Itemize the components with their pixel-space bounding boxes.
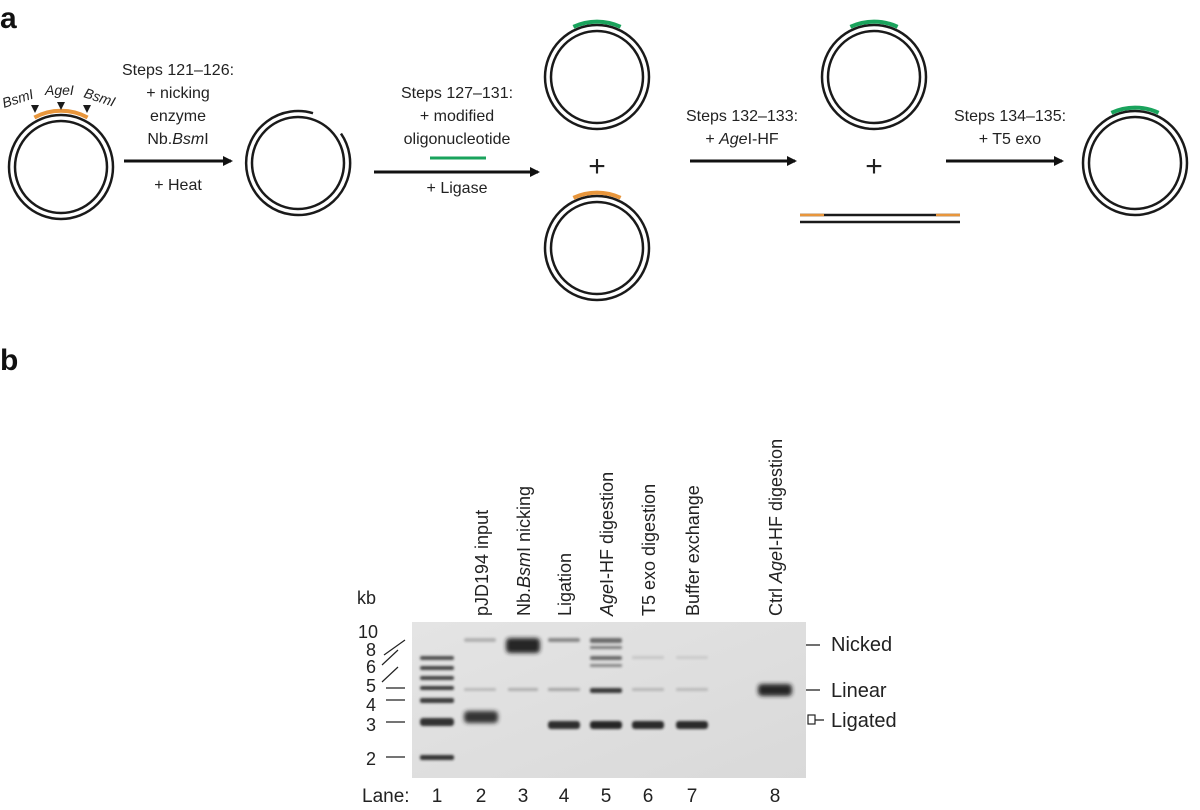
ladder-size-labels: 10 8 6 5 4 3 2 [358, 622, 378, 769]
plasmid-unligated-bottom [543, 190, 651, 302]
svg-text:3: 3 [366, 715, 376, 735]
lane-number-8: 8 [770, 786, 781, 807]
lane-number-4: 4 [559, 786, 570, 807]
band-annotations: Nicked Linear Ligated [806, 634, 897, 732]
svg-text:2: 2 [366, 749, 376, 769]
svg-text:5: 5 [366, 676, 376, 696]
lane-numbers: 1 2 3 4 5 6 7 8 [432, 786, 781, 807]
lane-8-bands [758, 684, 792, 696]
svg-text:enzyme: enzyme [150, 108, 206, 125]
svg-text:6: 6 [366, 657, 376, 677]
step-4-text: Steps 134–135: + T5 exo [954, 108, 1066, 148]
bsmi-left-label: BsmI [0, 86, 35, 111]
svg-text:Steps 127–131:: Steps 127–131: [401, 85, 513, 102]
svg-text:+ modified: + modified [420, 108, 494, 125]
lane-number-2: 2 [476, 786, 487, 807]
lane-5-bands [590, 638, 622, 729]
kb-unit-label: kb [357, 588, 376, 608]
step-1-text: Steps 121–126: + nicking enzyme Nb.BsmI [122, 62, 234, 148]
step-3-text: Steps 132–133: + AgeI-HF [686, 108, 798, 148]
lane-number-3: 3 [518, 786, 529, 807]
plasmid-final [1081, 105, 1189, 217]
svg-text:Steps 132–133:: Steps 132–133: [686, 108, 798, 125]
plus-sign-1: + [588, 150, 606, 183]
svg-text:oligonucleotide: oligonucleotide [404, 131, 511, 148]
svg-text:8: 8 [366, 640, 376, 660]
plasmid-intact [7, 108, 115, 221]
lane-label-4: Ligation [555, 553, 575, 616]
lane-label-7: Buffer exchange [683, 485, 703, 616]
lane-7-bands [676, 656, 708, 729]
site-markers [31, 102, 91, 113]
lane-number-1: 1 [432, 786, 443, 807]
plasmid-ligated-top [543, 19, 651, 131]
lane-number-7: 7 [687, 786, 698, 807]
plasmid-nicked [244, 109, 352, 217]
lane-2-bands [464, 638, 498, 723]
band-label-linear: Linear [831, 680, 887, 702]
lane-6-bands [632, 656, 664, 729]
svg-text:+ AgeI-HF: + AgeI-HF [705, 131, 779, 148]
lane-label-2: pJD194 input [472, 510, 492, 616]
lane-4-bands [548, 638, 580, 729]
lane-label-5: AgeI-HF digestion [597, 472, 617, 617]
step-1-below: + Heat [154, 177, 202, 194]
lane-prefix-label: Lane: [362, 786, 410, 807]
plasmid-ligated-retained [820, 19, 928, 131]
svg-text:Steps 134–135:: Steps 134–135: [954, 108, 1066, 125]
step-2-below: + Ligase [427, 180, 488, 197]
svg-text:10: 10 [358, 622, 378, 642]
age-site-segment [33, 108, 89, 120]
svg-text:Nb.BsmI: Nb.BsmI [147, 131, 208, 148]
panel-label-b: b [0, 344, 18, 377]
lane-3-bands [506, 638, 540, 691]
gel-image [412, 622, 806, 778]
svg-text:4: 4 [366, 695, 376, 715]
lane-label-3: Nb.BsmI nicking [514, 486, 534, 616]
band-label-nicked: Nicked [831, 634, 892, 656]
linear-dna [800, 213, 960, 224]
svg-text:Steps 121–126:: Steps 121–126: [122, 62, 234, 79]
lane-1-ladder-bands [420, 656, 454, 760]
lane-label-6: T5 exo digestion [639, 484, 659, 616]
panel-label-a: a [0, 2, 17, 35]
svg-text:+ T5 exo: + T5 exo [979, 131, 1042, 148]
agei-label: AgeI [44, 82, 74, 98]
lane-number-6: 6 [643, 786, 654, 807]
step-2-text: Steps 127–131: + modified oligonucleotid… [401, 85, 513, 148]
ladder-leader-lines [381, 639, 406, 758]
lane-label-8: Ctrl AgeI-HF digestion [766, 439, 786, 616]
lane-number-5: 5 [601, 786, 612, 807]
plus-sign-2: + [865, 150, 883, 183]
svg-text:+ nicking: + nicking [146, 85, 210, 102]
band-label-ligated: Ligated [831, 710, 897, 732]
